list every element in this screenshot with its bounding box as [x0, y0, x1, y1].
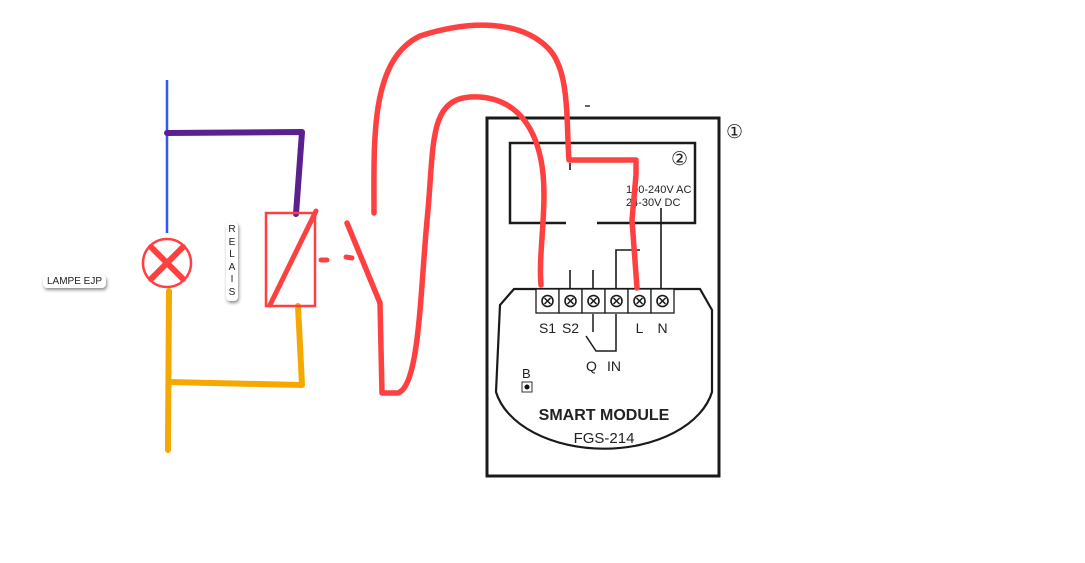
relay-coil-feed-wire — [164, 129, 305, 217]
relay-label-letter: A — [228, 261, 236, 273]
terminal-q-label: Q — [586, 358, 597, 374]
marker-2-label: ② — [671, 149, 688, 170]
q-in-bridge — [585, 314, 617, 352]
terminal-label-l: L — [636, 320, 644, 336]
terminal-screw-cross — [589, 297, 598, 305]
terminal-screw-icon — [564, 294, 577, 308]
switch-and-module-wire — [344, 22, 640, 396]
internal-leads — [569, 163, 662, 289]
supply-ac-label: 100-240V AC — [626, 184, 691, 196]
terminal-screw-cross — [612, 297, 621, 305]
supply-dc-label: 24-30V DC — [626, 197, 680, 209]
button-b-label: B — [522, 366, 531, 381]
terminal-screw-cross — [566, 297, 575, 305]
lamp-icon — [141, 237, 193, 289]
module-title: SMART MODULE — [539, 407, 670, 424]
lamp-return-wire — [165, 288, 305, 453]
supply-box — [508, 141, 697, 225]
terminal-in-label: IN — [607, 358, 621, 374]
module-outer-frame — [485, 116, 721, 478]
terminal-label-s1: S1 — [539, 320, 556, 336]
relay-label-letter: R — [228, 224, 236, 235]
terminal-screw-cross — [635, 297, 644, 305]
relay-label-letter: I — [230, 274, 234, 285]
terminal-screw-icon — [610, 294, 623, 308]
terminal-screw-icon — [633, 294, 646, 308]
terminal-screw-cross — [543, 297, 552, 305]
terminal-screw-icon — [587, 294, 600, 308]
relay-coil-icon — [264, 208, 355, 308]
terminal-label-n: N — [657, 320, 667, 336]
marker-1-label: ① — [726, 122, 743, 143]
relay-label-letter: S — [228, 286, 236, 298]
terminal-screw-icon — [656, 294, 669, 308]
relay-label-letter: L — [229, 249, 235, 260]
relay-label-letter: E — [228, 236, 236, 248]
terminal-screw-cross — [658, 297, 667, 305]
lamp-label: LAMPE EJP — [43, 275, 107, 288]
terminal-label-s2: S2 — [562, 320, 579, 336]
module-body — [494, 287, 714, 450]
button-b-dot — [524, 384, 530, 390]
terminal-screw-icon — [541, 294, 554, 308]
module-model: FGS-214 — [574, 430, 635, 447]
